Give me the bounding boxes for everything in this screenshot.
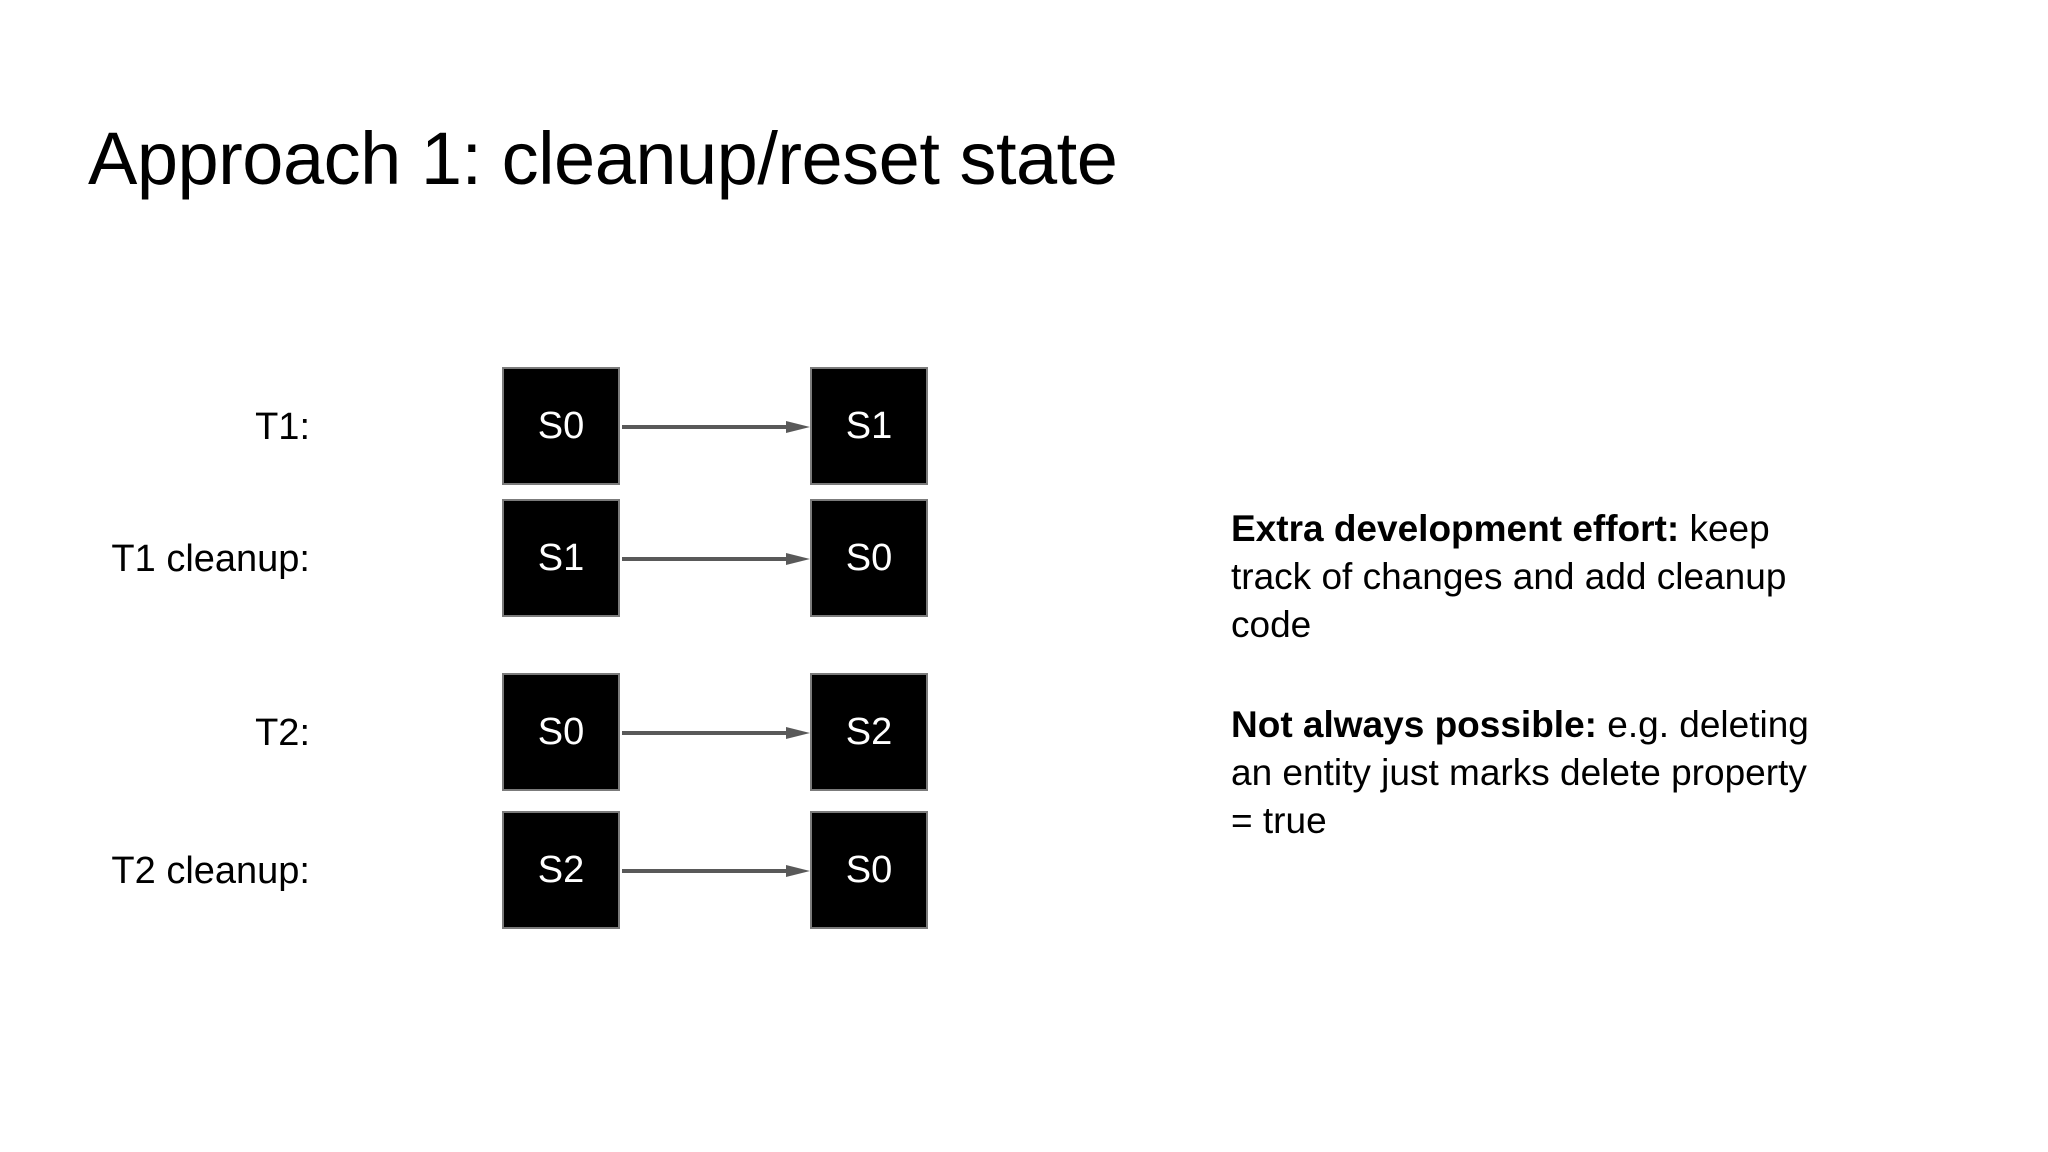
page-title: Approach 1: cleanup/reset state (88, 117, 1118, 200)
right-arrow-icon-t1 (622, 421, 810, 433)
right-arrow-icon-t2-cleanup (622, 865, 810, 877)
state-box-from-t2: S0 (502, 673, 620, 791)
diagram-row-t1: T1: S0 S1 (0, 367, 1000, 487)
row-label-t1-cleanup: T1 cleanup: (111, 538, 310, 580)
state-box-to-t1: S1 (810, 367, 928, 485)
note-body-extra-development-effort: keep track of changes and add cleanup co… (1231, 508, 1787, 646)
diagram-row-t1-cleanup: T1 cleanup: S1 S0 (0, 499, 1000, 619)
diagram-row-t2-cleanup: T2 cleanup: S2 S0 (0, 811, 1000, 931)
note-body-not-always-possible: e.g. deleting an entity just marks delet… (1231, 704, 1809, 842)
right-arrow-icon-t1-cleanup (622, 553, 810, 565)
notes-column: Extra development effort: keep track of … (1231, 468, 1831, 883)
row-label-t2-cleanup: T2 cleanup: (111, 850, 310, 892)
state-box-to-t2-cleanup: S0 (810, 811, 928, 929)
state-box-to-t1-cleanup: S0 (810, 499, 928, 617)
right-arrow-icon-t2 (622, 727, 810, 739)
row-label-t2: T2: (255, 712, 310, 754)
note-lead-not-always-possible: Not always possible: (1231, 704, 1597, 746)
state-box-to-t2: S2 (810, 673, 928, 791)
state-transition-diagram: T1: S0 S1 T1 cleanup: S1 S0 T2: S0 S2 T2… (0, 367, 1000, 931)
state-box-from-t1-cleanup: S1 (502, 499, 620, 617)
note-extra-development-effort: Extra development effort: keep track of … (1231, 505, 1831, 649)
note-not-always-possible: Not always possible: e.g. deleting an en… (1231, 701, 1831, 845)
note-lead-extra-development-effort: Extra development effort: (1231, 508, 1680, 549)
state-box-from-t1: S0 (502, 367, 620, 485)
diagram-row-t2: T2: S0 S2 (0, 673, 1000, 793)
row-label-t1: T1: (255, 406, 310, 448)
state-box-from-t2-cleanup: S2 (502, 811, 620, 929)
